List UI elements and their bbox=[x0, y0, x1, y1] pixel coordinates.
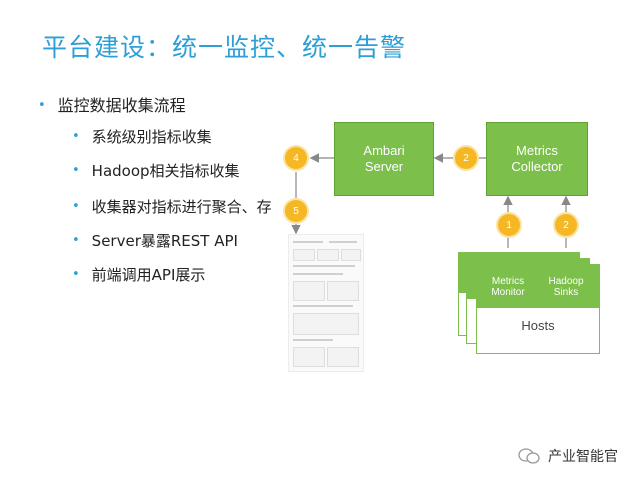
step-1-badge: 1 bbox=[498, 214, 520, 236]
step-5-badge: 5 bbox=[285, 200, 307, 222]
host-card-front bbox=[476, 264, 600, 354]
ambari-server-box: Ambari Server bbox=[334, 122, 434, 196]
metrics-collector-box: Metrics Collector bbox=[486, 122, 588, 196]
step-3-badge: 2 bbox=[455, 147, 477, 169]
ambari-server-label: Ambari Server bbox=[363, 143, 405, 174]
metrics-collector-label: Metrics Collector bbox=[511, 143, 563, 174]
wechat-icon bbox=[518, 448, 540, 464]
step-2-badge: 2 bbox=[555, 214, 577, 236]
metrics-monitor-label: Metrics Monitor bbox=[491, 276, 525, 298]
watermark: 产业智能官 bbox=[518, 446, 618, 466]
page-title: 平台建设：统一监控、统一告警 bbox=[42, 33, 407, 62]
web-ui-thumbnail bbox=[288, 234, 364, 372]
hosts-label: Hosts bbox=[521, 318, 555, 333]
hadoop-sinks-label: Hadoop Sinks bbox=[548, 276, 584, 298]
watermark-text: 产业智能官 bbox=[548, 449, 618, 465]
step-4-badge: 4 bbox=[285, 147, 307, 169]
